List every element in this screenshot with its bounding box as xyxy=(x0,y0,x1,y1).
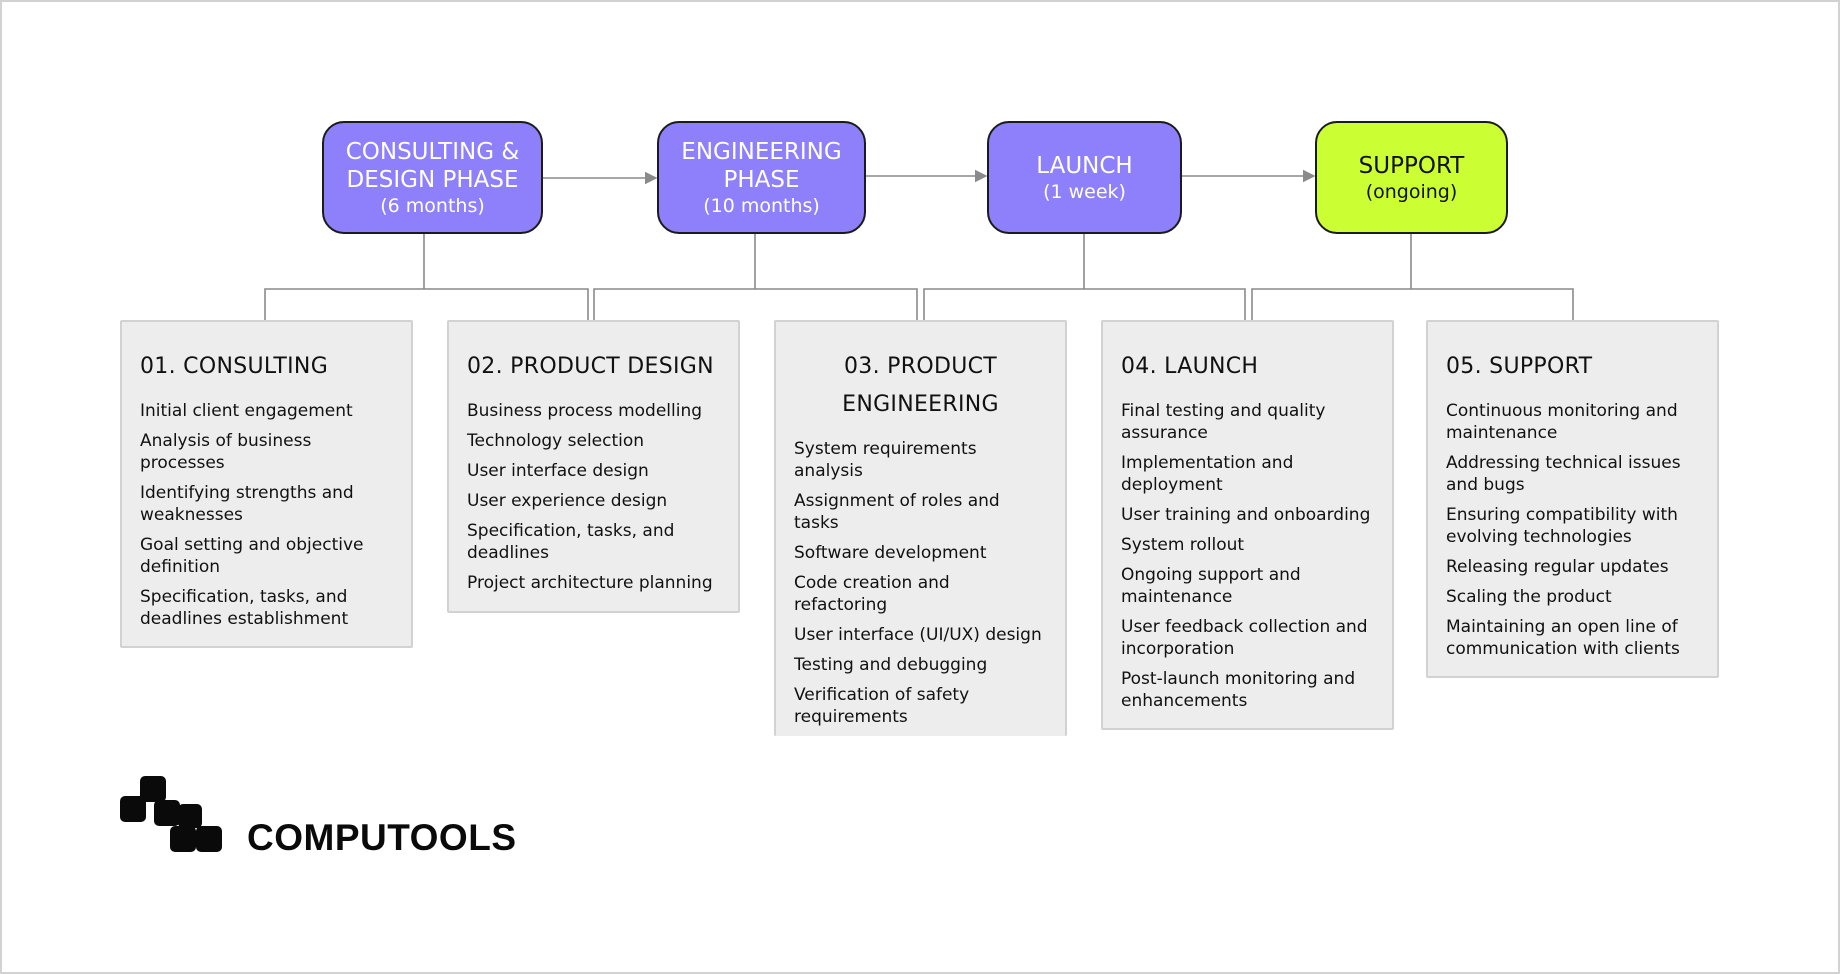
list-item: Technology selection xyxy=(467,431,645,451)
list-item: User interface (UI/UX) design xyxy=(794,625,1042,645)
list-item: Scaling the product xyxy=(1446,587,1612,607)
stage-title: 05. SUPPORT xyxy=(1446,354,1593,379)
list-item: Testing and debugging xyxy=(794,655,988,675)
phase-engineering: ENGINEERING PHASE (10 months) xyxy=(657,121,866,234)
stage-title: 03. PRODUCT ENGINEERING xyxy=(842,354,999,417)
bracket-phase3 xyxy=(923,234,1246,321)
phase-duration: (10 months) xyxy=(703,194,820,217)
list-item: Specification, tasks, and deadlines esta… xyxy=(140,587,349,629)
list-item: User experience design xyxy=(467,491,668,511)
list-item: Final testing and quality assurance xyxy=(1121,401,1326,443)
computools-logo-icon xyxy=(120,776,222,852)
phase-support: SUPPORT (ongoing) xyxy=(1315,121,1508,234)
list-item: Business process modelling xyxy=(467,401,703,421)
phase-consulting-design: CONSULTING & DESIGN PHASE (6 months) xyxy=(322,121,543,234)
list-item: Initial client engagement xyxy=(140,401,353,421)
brand-name: COMPUTOOLS xyxy=(247,817,517,858)
bracket-phase2 xyxy=(593,234,918,321)
stage-item-list: Initial client engagement Analysis of bu… xyxy=(140,400,393,630)
list-item: Verification of safety requirements xyxy=(794,685,970,727)
stage-card-product-design: 02. PRODUCT DESIGN Business process mode… xyxy=(447,320,740,613)
list-item: User feedback collection and incorporati… xyxy=(1121,617,1368,659)
list-item: Specification, tasks, and deadlines xyxy=(467,521,675,563)
list-item: User interface design xyxy=(467,461,649,481)
list-item: Ongoing support and maintenance xyxy=(1121,565,1301,607)
stage-card-launch: 04. LAUNCH Final testing and quality ass… xyxy=(1101,320,1394,730)
stage-title: 04. LAUNCH xyxy=(1121,354,1259,379)
stage-item-list: Final testing and quality assurance Impl… xyxy=(1121,400,1374,712)
list-item: Assignment of roles and tasks xyxy=(794,491,1000,533)
list-item: System requirements analysis xyxy=(794,439,977,481)
list-item: Implementation and deployment xyxy=(1121,453,1294,495)
stage-title: 02. PRODUCT DESIGN xyxy=(467,354,714,379)
stage-card-product-engineering: 03. PRODUCT ENGINEERING System requireme… xyxy=(774,320,1067,736)
list-item: System rollout xyxy=(1121,535,1245,555)
list-item: Software development xyxy=(794,543,987,563)
phase-title: ENGINEERING PHASE xyxy=(681,138,842,193)
phase-duration: (6 months) xyxy=(380,194,485,217)
list-item: Post-launch monitoring and enhancements xyxy=(1121,669,1356,711)
list-item: Maintaining an open line of communicatio… xyxy=(1446,617,1680,659)
stage-item-list: Business process modelling Technology se… xyxy=(467,400,720,594)
phase-title: CONSULTING & DESIGN PHASE xyxy=(345,138,520,193)
bracket-phase4 xyxy=(1251,234,1574,321)
list-item: User training and onboarding xyxy=(1121,505,1371,525)
phase-launch: LAUNCH (1 week) xyxy=(987,121,1182,234)
phase-duration: (ongoing) xyxy=(1365,180,1458,203)
list-item: Addressing technical issues and bugs xyxy=(1446,453,1681,495)
bracket-phase1 xyxy=(264,234,589,321)
stage-title: 01. CONSULTING xyxy=(140,354,329,379)
list-item: Ensuring compatibility with evolving tec… xyxy=(1446,505,1678,547)
phase-title: SUPPORT xyxy=(1358,152,1465,179)
list-item: Analysis of business processes xyxy=(140,431,312,473)
list-item: Identifying strengths and weaknesses xyxy=(140,483,354,525)
list-item: Project architecture planning xyxy=(467,573,713,593)
phase-title: LAUNCH xyxy=(1036,152,1133,179)
phase-duration: (1 week) xyxy=(1043,180,1126,203)
stage-item-list: Continuous monitoring and maintenance Ad… xyxy=(1446,400,1699,660)
list-item: Releasing regular updates xyxy=(1446,557,1669,577)
stage-item-list: System requirements analysis Assignment … xyxy=(794,438,1047,728)
stage-card-support: 05. SUPPORT Continuous monitoring and ma… xyxy=(1426,320,1719,678)
list-item: Continuous monitoring and maintenance xyxy=(1446,401,1678,443)
stage-card-consulting: 01. CONSULTING Initial client engagement… xyxy=(120,320,413,648)
list-item: Code creation and refactoring xyxy=(794,573,950,615)
list-item: Goal setting and objective definition xyxy=(140,535,364,577)
